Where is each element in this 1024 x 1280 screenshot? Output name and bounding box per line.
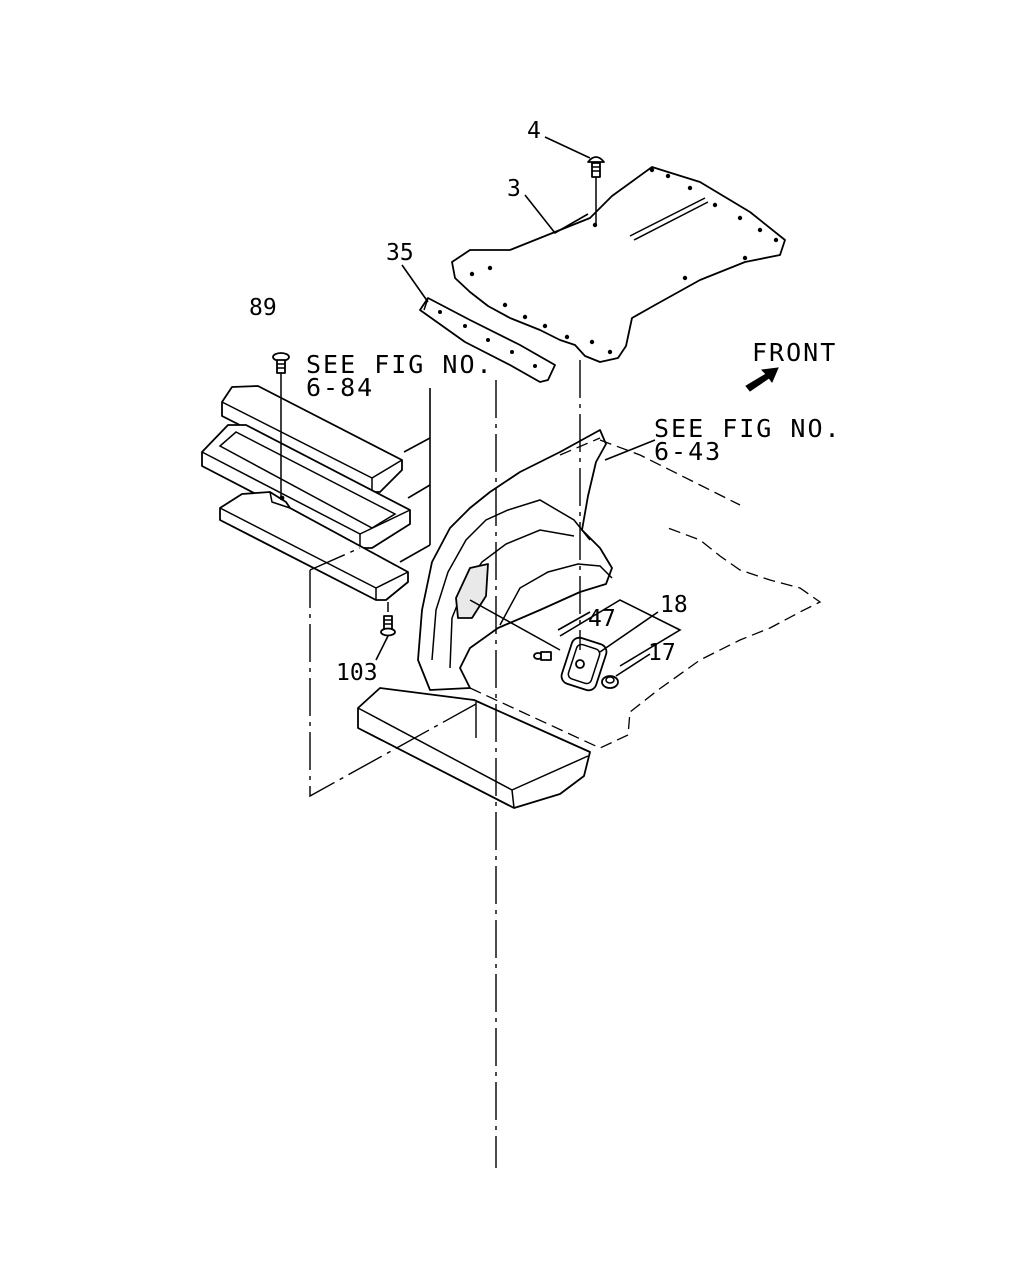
panel-bracket [399, 388, 431, 563]
screw-103-icon [380, 602, 396, 637]
screw-89-icon [272, 352, 290, 498]
label-part-47: 47 [588, 606, 616, 632]
label-part-4: 4 [527, 118, 541, 144]
bolt-4-icon [587, 156, 605, 224]
label-part-18: 18 [660, 592, 688, 618]
screw-47-icon [533, 651, 552, 661]
trim-strip [419, 297, 556, 383]
lamp-assembly [469, 599, 682, 692]
front-label: FRONT [752, 338, 837, 367]
label-part-35: 35 [386, 240, 414, 266]
assembly-lines [309, 360, 581, 1168]
ref-fig-43-line2: 6-43 [654, 437, 722, 466]
vehicle-body [417, 429, 822, 749]
ref-fig-84-line1: SEE FIG NO. [306, 350, 494, 379]
label-part-17: 17 [648, 640, 676, 666]
label-part-89: 89 [249, 295, 277, 321]
leader-lines [375, 136, 659, 677]
left-panel-stack [201, 385, 411, 601]
label-part-3: 3 [507, 176, 521, 202]
front-arrow-icon [745, 367, 779, 392]
floor-panel [451, 166, 786, 363]
label-part-103: 103 [336, 660, 378, 686]
cap-17-icon [601, 675, 619, 689]
ref-fig-84-line2: 6-84 [306, 373, 374, 402]
ref-fig-43-line1: SEE FIG NO. [654, 414, 842, 443]
floor-mat [357, 687, 591, 809]
